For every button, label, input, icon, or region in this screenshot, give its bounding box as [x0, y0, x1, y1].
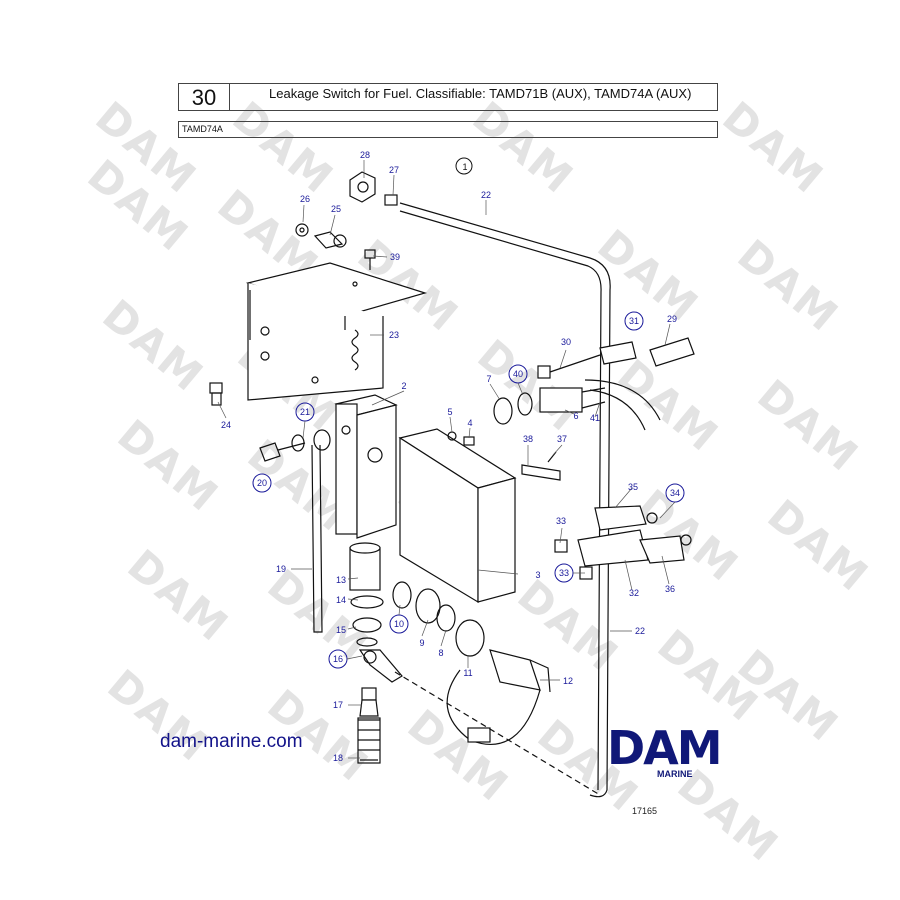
callout-35: 35 — [628, 482, 638, 492]
website-link[interactable]: dam-marine.com — [160, 731, 303, 752]
callout-11: 11 — [463, 668, 472, 678]
callout-32: 32 — [629, 588, 639, 598]
callout-28: 28 — [360, 150, 370, 160]
callout-21: 21 — [300, 407, 310, 417]
callout-20: 20 — [257, 478, 267, 488]
callout-12: 12 — [563, 676, 573, 686]
callout-37: 37 — [557, 434, 567, 444]
callout-33-upper: 33 — [556, 516, 566, 526]
callout-24: 24 — [221, 420, 231, 430]
logo-subtext: MARINE — [657, 769, 693, 779]
dam-marine-logo: DAM MARINE — [607, 721, 723, 779]
callout-9: 9 — [419, 638, 424, 648]
callout-14: 14 — [336, 595, 346, 605]
callout-30: 30 — [561, 337, 571, 347]
callout-18: 18 — [333, 753, 343, 763]
callout-6: 6 — [573, 411, 578, 421]
callout-2: 2 — [401, 381, 406, 391]
callout-29: 29 — [667, 314, 677, 324]
callout-22-top: 22 — [481, 190, 491, 200]
callout-27: 27 — [389, 165, 399, 175]
page-number: 30 — [179, 84, 230, 110]
callout-40: 40 — [513, 369, 523, 379]
callout-25: 25 — [331, 204, 341, 214]
callout-31: 31 — [629, 316, 639, 326]
page-header: 30 Leakage Switch for Fuel. Classifiable… — [178, 83, 718, 111]
callout-34: 34 — [670, 488, 680, 498]
callout-38: 38 — [523, 434, 533, 444]
callout-15: 15 — [336, 625, 346, 635]
callout-1: 1 — [462, 162, 467, 172]
callout-22-bottom: 22 — [635, 626, 645, 636]
callout-36: 36 — [665, 584, 675, 594]
callout-10: 10 — [394, 619, 404, 629]
logo-text: DAM — [607, 721, 723, 775]
callout-7: 7 — [486, 374, 491, 384]
callout-8: 8 — [438, 648, 443, 658]
callout-26: 26 — [300, 194, 310, 204]
callout-5: 5 — [447, 407, 452, 417]
figure-number: 17165 — [632, 806, 658, 816]
callout-23: 23 — [389, 330, 399, 340]
callout-41: 41 — [590, 413, 600, 423]
callout-33-lower: 33 — [559, 568, 569, 578]
callout-13: 13 — [336, 575, 346, 585]
model-label: TAMD74A — [178, 121, 718, 138]
callout-4: 4 — [467, 418, 472, 428]
page-title: Leakage Switch for Fuel. Classifiable: T… — [269, 86, 692, 101]
callout-39: 39 — [390, 252, 400, 262]
callout-16: 16 — [333, 654, 343, 664]
callout-19: 19 — [276, 564, 286, 574]
callout-17: 17 — [333, 700, 343, 710]
callout-3: 3 — [535, 570, 540, 580]
